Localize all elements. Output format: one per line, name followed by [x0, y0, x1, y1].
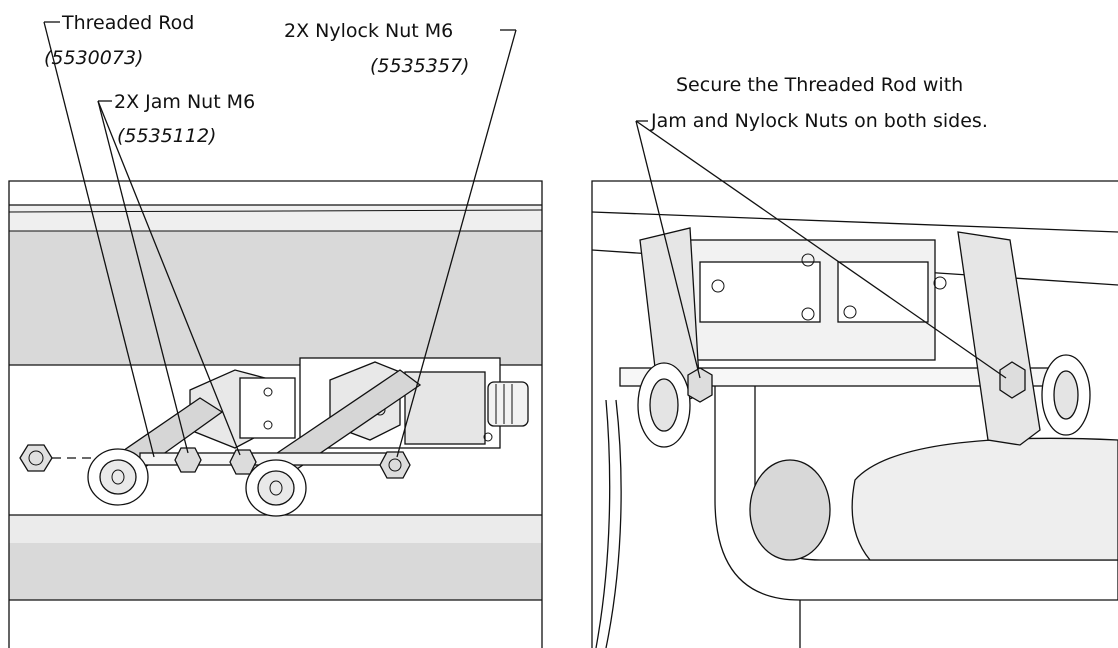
jam-nut-2 — [229, 449, 257, 475]
left-roller-wheel — [87, 448, 149, 506]
switch-body — [689, 239, 947, 361]
callout-labels: Threaded Rod (5530073) 2X Jam Nut M6 (55… — [44, 12, 988, 147]
loose-nylock-nut — [19, 444, 53, 472]
upper-rail-face — [9, 205, 542, 365]
left-arm-assembly — [637, 227, 713, 448]
nylock-nut-part-number: (5535357) — [370, 55, 469, 77]
nylock-nut-installed — [379, 451, 411, 479]
right-arm-assembly — [957, 231, 1091, 446]
right-roller-wheel — [245, 459, 307, 517]
right-panel — [591, 180, 1118, 648]
jam-nut-label: 2X Jam Nut M6 — [114, 91, 255, 113]
jam-nut-1 — [174, 447, 202, 473]
right-panel-frame — [591, 180, 1118, 648]
left-panel-frame — [8, 180, 543, 648]
threaded-rod-label: Threaded Rod — [61, 12, 194, 34]
left-panel — [8, 180, 543, 648]
instruction-note-line-2: Jam and Nylock Nuts on both sides. — [650, 110, 988, 132]
leader-lines — [43, 21, 1007, 458]
jam-nut-part-number: (5535112) — [117, 125, 216, 147]
instruction-note-line-1: Secure the Threaded Rod with — [676, 74, 963, 96]
nylock-nut-label: 2X Nylock Nut M6 — [284, 20, 453, 42]
frame-tube — [714, 377, 1118, 648]
threaded-rod-part-number: (5530073) — [44, 47, 143, 69]
